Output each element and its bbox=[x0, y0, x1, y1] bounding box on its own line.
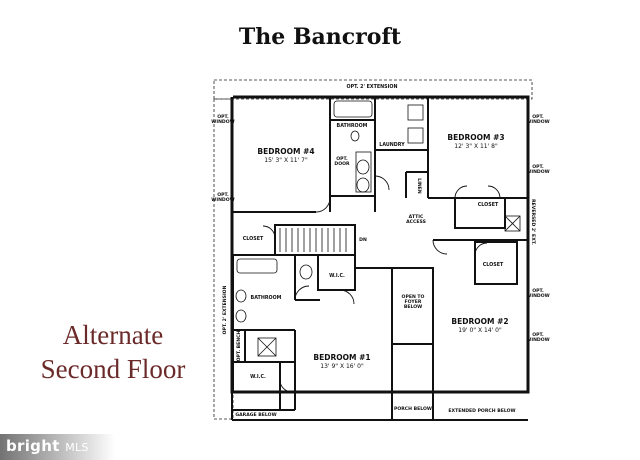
extension-label-left: OPT. 2' EXTENSION bbox=[222, 285, 228, 334]
foyer-line-1: OPEN TO bbox=[402, 294, 425, 300]
wic-bottom-label: W.I.C. bbox=[250, 374, 266, 380]
bedroom-3-dims: 12' 3" X 11' 8" bbox=[454, 143, 498, 150]
opt-door-line-1: OPT. bbox=[336, 156, 348, 162]
extended-porch-label: EXTENDED PORCH BELOW bbox=[448, 408, 515, 414]
foyer-line-2: FOYER bbox=[405, 299, 422, 305]
porch-below-label: PORCH BELOW bbox=[394, 406, 432, 412]
watermark-brand: bright bbox=[6, 437, 60, 455]
closet-right-mid-label: CLOSET bbox=[483, 262, 504, 268]
watermark-suffix: MLS bbox=[65, 441, 89, 454]
closet-right-top-label: CLOSET bbox=[478, 202, 499, 208]
watermark-bar bbox=[0, 434, 640, 460]
caption-line-2: Second Floor bbox=[40, 354, 186, 384]
foyer-line-3: BELOW bbox=[404, 304, 422, 310]
bath-fixtures bbox=[235, 100, 521, 357]
bedroom-3-name: BEDROOM #3 bbox=[447, 133, 504, 142]
bedroom-4-dims: 15' 3" X 11' 7" bbox=[264, 157, 308, 164]
opt-bench-label: OPT. BENCH bbox=[236, 330, 242, 361]
closet-left-label: CLOSET bbox=[243, 236, 264, 242]
bedroom-1-dims: 13' 9" X 16' 0" bbox=[320, 363, 364, 370]
bedroom-1-name: BEDROOM #1 bbox=[313, 353, 370, 362]
bathroom-top-label: BATHROOM bbox=[337, 123, 368, 129]
garage-below-label: GARAGE BELOW bbox=[235, 412, 276, 418]
window-label-right-2: OPT.WINDOW bbox=[526, 164, 549, 175]
window-label-left-2: OPT.WINDOW bbox=[211, 192, 234, 203]
window-label-right-3: OPT.WINDOW bbox=[526, 288, 549, 299]
plan-title: The Bancroft bbox=[238, 24, 402, 50]
reversed-extension-label: REVERSED 2' EXT. bbox=[530, 199, 536, 245]
bright-mls-watermark: bright MLS bbox=[6, 437, 89, 455]
opt-door-line-2: DOOR bbox=[334, 161, 350, 167]
bedroom-2-name: BEDROOM #2 bbox=[451, 317, 508, 326]
wic-center-label: W.I.C. bbox=[329, 273, 345, 279]
bathroom-mid-label: BATHROOM bbox=[251, 295, 282, 301]
window-label-left-1: OPT.WINDOW bbox=[211, 114, 234, 125]
bedroom-2-dims: 19' 0" X 14' 0" bbox=[458, 327, 502, 334]
window-labels: OPT.WINDOW OPT.WINDOW OPT.WINDOW OPT.WIN… bbox=[211, 114, 549, 343]
bedroom-4-name: BEDROOM #4 bbox=[257, 147, 314, 156]
interior-walls bbox=[232, 97, 528, 420]
opt-door-label: OPT.DOOR bbox=[334, 156, 350, 167]
linen-label: LINEN bbox=[416, 178, 422, 194]
caption-line-1: Alternate bbox=[62, 320, 164, 350]
extension-outline bbox=[213, 79, 533, 420]
window-label-right-4: OPT.WINDOW bbox=[526, 332, 549, 343]
caption: Alternate Second Floor bbox=[18, 318, 208, 386]
window-label-right-1: OPT.WINDOW bbox=[526, 114, 549, 125]
extension-label-top: OPT. 2' EXTENSION bbox=[347, 84, 398, 90]
attic-line-2: ACCESS bbox=[406, 219, 426, 225]
attic-line-1: ATTIC bbox=[409, 214, 424, 220]
laundry-label: LAUNDRY bbox=[379, 142, 405, 148]
staircase bbox=[279, 228, 347, 252]
stairs-down-label: DN bbox=[359, 237, 367, 243]
door-swings bbox=[262, 175, 501, 393]
